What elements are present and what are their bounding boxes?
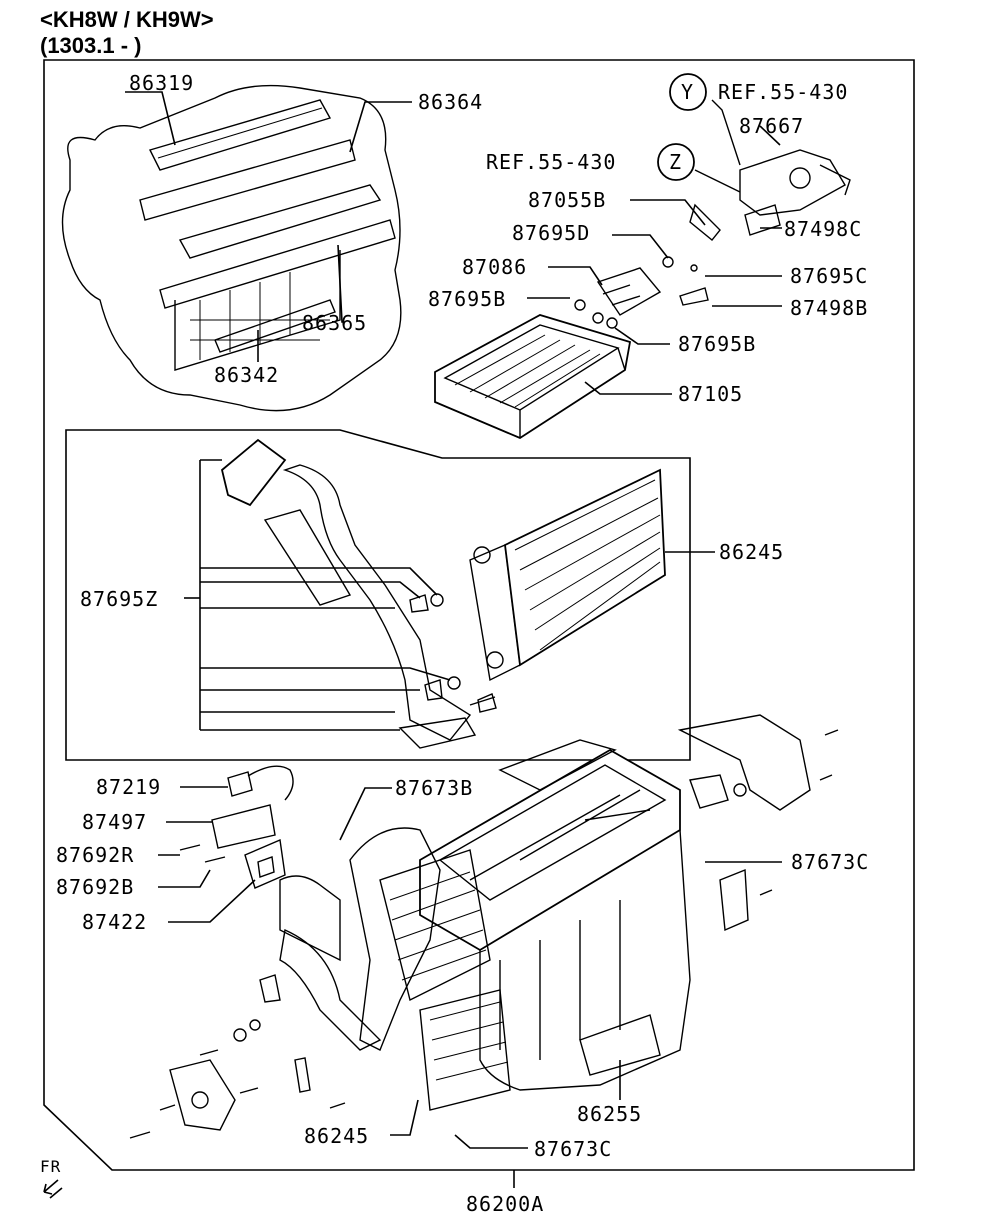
marker-z: Z <box>669 150 682 174</box>
top-left-leaders <box>125 91 412 362</box>
ref-y: REF.55-430 <box>718 80 848 104</box>
expansion-valve-drawing <box>574 73 851 329</box>
label-87498b: 87498B <box>790 296 868 320</box>
label-87695d: 87695D <box>512 221 590 245</box>
top-right-leaders <box>527 125 782 395</box>
label-86365: 86365 <box>302 311 367 335</box>
label-86255: 86255 <box>577 1102 642 1126</box>
label-87086: 87086 <box>462 255 527 279</box>
front-indicator-label: FR <box>40 1157 61 1176</box>
heater-core-drawing <box>220 438 666 749</box>
label-87498c: 87498C <box>784 217 862 241</box>
evaporator-drawing <box>434 314 632 440</box>
marker-y: Y <box>681 80 694 104</box>
label-87692r: 87692R <box>56 843 134 867</box>
main-unit-leaders <box>158 786 782 1149</box>
label-87692b: 87692B <box>56 875 134 899</box>
label-87695z: 87695Z <box>80 587 158 611</box>
label-87422: 87422 <box>82 910 147 934</box>
hvac-unit-drawing <box>169 714 811 1131</box>
label-86245-bottom: 86245 <box>304 1124 369 1148</box>
date-range: (1303.1 - ) <box>40 33 142 58</box>
ref-z: REF.55-430 <box>486 150 616 174</box>
assembly-frame <box>43 59 915 1171</box>
label-87695c: 87695C <box>790 264 868 288</box>
label-87497: 87497 <box>82 810 147 834</box>
label-86364: 86364 <box>418 90 483 114</box>
label-86319: 86319 <box>129 71 194 95</box>
label-87667: 87667 <box>739 114 804 138</box>
fasteners <box>129 696 839 1139</box>
label-87673c-2: 87673C <box>534 1137 612 1161</box>
heater-core-leaders <box>184 459 715 731</box>
label-86200a: 86200A <box>466 1192 544 1216</box>
resistor-drawing <box>211 765 294 889</box>
filter-housing-drawing <box>61 84 402 412</box>
front-arrow-icon <box>43 1179 63 1199</box>
label-87695b-1: 87695B <box>428 287 506 311</box>
label-86245-top: 86245 <box>719 540 784 564</box>
label-87673c-1: 87673C <box>791 850 869 874</box>
label-87055b: 87055B <box>528 188 606 212</box>
label-87219: 87219 <box>96 775 161 799</box>
label-87695b-2: 87695B <box>678 332 756 356</box>
heater-core-inset <box>65 429 691 761</box>
model-code: <KH8W / KH9W> <box>40 7 214 32</box>
label-86342: 86342 <box>214 363 279 387</box>
label-87105: 87105 <box>678 382 743 406</box>
label-87673b: 87673B <box>395 776 473 800</box>
